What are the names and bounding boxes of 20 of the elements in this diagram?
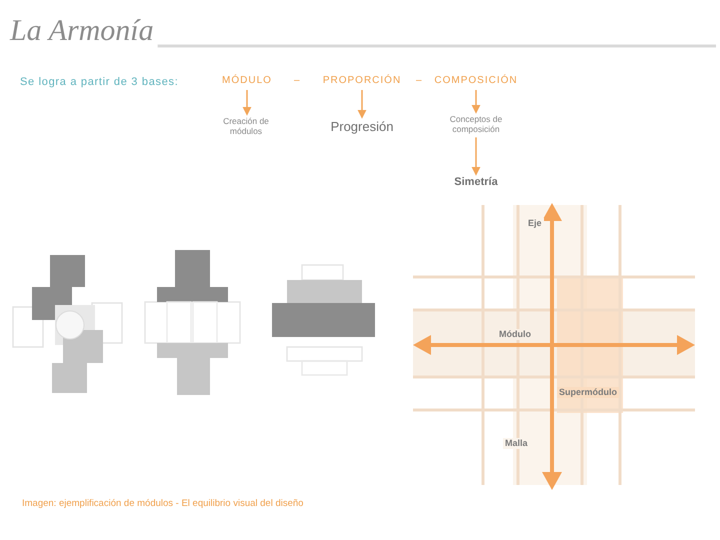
axis-label: Eje <box>526 218 544 229</box>
note-text: Conceptos de composición <box>436 114 516 134</box>
keyword: PROPORCIÓN <box>312 75 412 87</box>
note-text: Creación de módulos <box>214 116 278 136</box>
arrow <box>472 90 480 114</box>
separator-dash: – <box>416 75 422 87</box>
arrow <box>242 90 252 116</box>
subheading: Simetría <box>446 176 506 190</box>
slide-title: La Armonía <box>10 14 154 47</box>
arrow <box>472 137 480 176</box>
axis-label: Supermódulo <box>557 387 619 398</box>
axis-label: Módulo <box>497 329 533 340</box>
keyword: COMPOSICIÓN <box>428 75 524 87</box>
arrow <box>358 90 366 119</box>
intro-text: Se logra a partir de 3 bases: <box>20 76 178 90</box>
axis-label: Malla <box>503 438 530 449</box>
footnote-text: Imagen: ejemplificación de módulos - El equilibrio visual del diseño <box>22 498 304 510</box>
separator-dash: – <box>294 75 300 87</box>
subheading: Progresión <box>312 119 412 135</box>
keyword: MÓDULO <box>212 75 282 87</box>
